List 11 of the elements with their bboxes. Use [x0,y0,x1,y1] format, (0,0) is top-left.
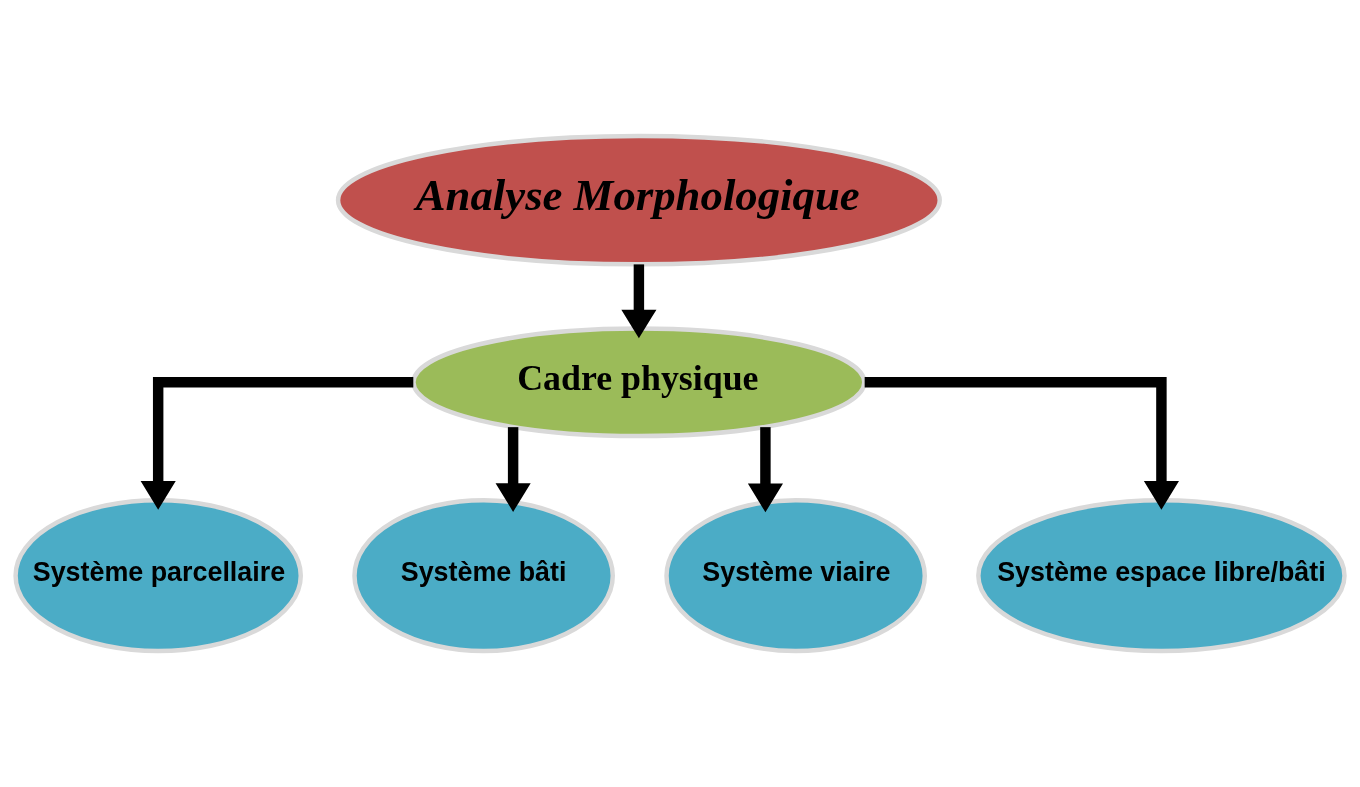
node-ellipse: Cadre physique [411,326,867,439]
node-ellipse: Système bâti [352,498,615,654]
arrow [140,377,414,510]
arrow [621,264,657,339]
arrow [864,377,1179,510]
node-ellipse: Système parcellaire [13,498,303,654]
node-ellipse: Analyse Morphologique [335,133,942,267]
node-ellipse: Système viaire [664,498,928,654]
node-ellipse: Système espace libre/bâti [976,498,1347,654]
arrow [495,427,531,512]
arrow [747,427,783,513]
